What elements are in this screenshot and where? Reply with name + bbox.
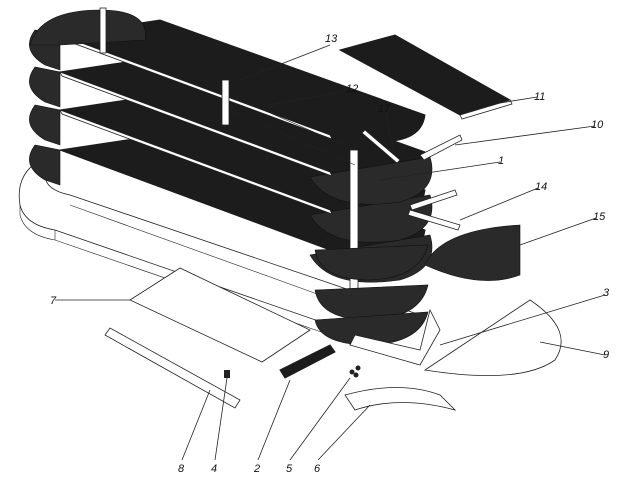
callout-9: 9 — [603, 349, 609, 361]
part-5-fasteners — [349, 365, 361, 378]
top-round-shelf — [29, 9, 146, 46]
callout-7: 7 — [50, 295, 57, 307]
part-9-base-plate — [423, 299, 562, 376]
end-round-shelves — [314, 244, 429, 346]
callout-17: 17 — [378, 103, 391, 115]
callout-10: 10 — [591, 119, 604, 131]
callout-12: 12 — [346, 83, 358, 95]
part-6-curved-plinth — [344, 387, 457, 411]
callout-5: 5 — [286, 463, 293, 475]
part-2-channel — [279, 344, 336, 379]
part-14-arm — [407, 189, 461, 231]
shelf-tier-4 — [29, 19, 426, 143]
callout-1: 1 — [498, 155, 504, 167]
callout-8: 8 — [178, 463, 185, 475]
part-4-bracket — [224, 370, 230, 378]
shelf-tier-3 — [29, 56, 433, 205]
callout-2: 2 — [253, 463, 260, 475]
part-15-quarter-shelf — [424, 224, 521, 281]
part-7-flat-panel — [129, 267, 311, 363]
callout-4: 4 — [211, 463, 217, 475]
part-3-end-frame — [349, 308, 441, 366]
callout-13: 13 — [325, 33, 338, 45]
callout-14: 14 — [535, 181, 547, 193]
part-11-shelf-panel — [338, 34, 513, 120]
callout-15: 15 — [593, 211, 606, 223]
base-plinth — [18, 159, 421, 336]
leader-lines — [55, 44, 606, 461]
part-17-strip — [361, 129, 401, 164]
callout-3: 3 — [603, 287, 610, 299]
part-10-bracket — [419, 134, 463, 161]
callout-6: 6 — [314, 463, 321, 475]
part-8-plinth-strip — [104, 327, 241, 409]
callout-11: 11 — [534, 91, 545, 103]
